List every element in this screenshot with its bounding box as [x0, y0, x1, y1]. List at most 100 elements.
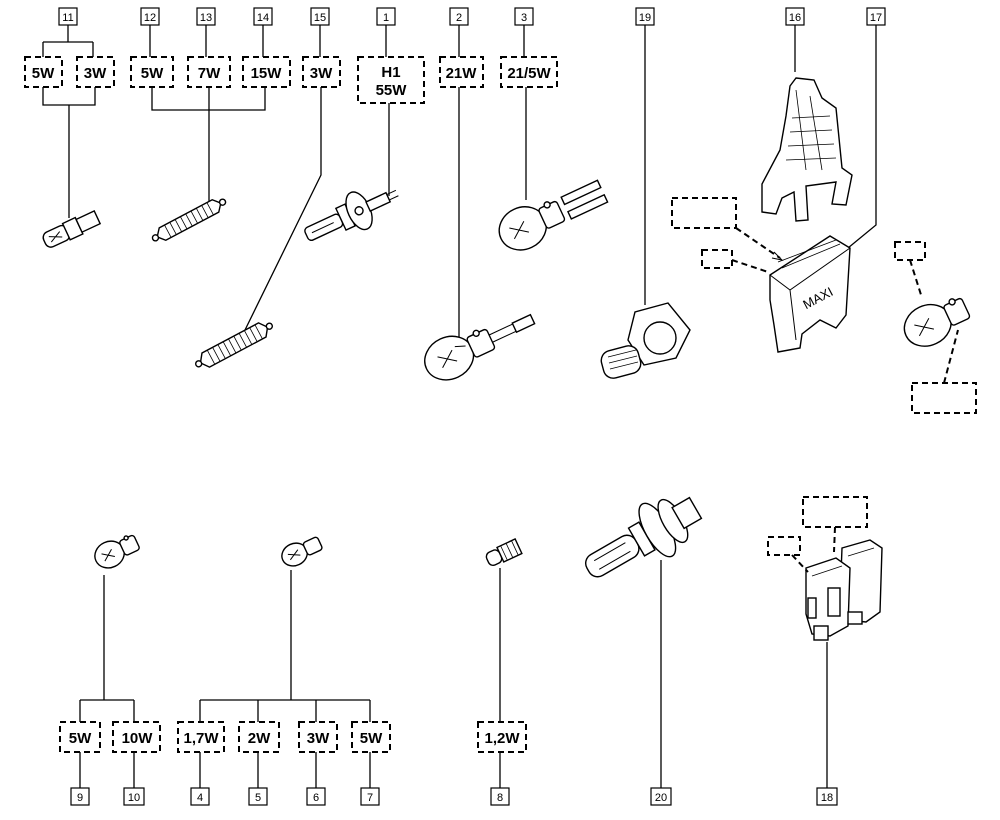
svg-text:13: 13 [200, 12, 212, 24]
svg-text:21W: 21W [446, 65, 478, 82]
wattage-3-21-5w: 21/5W [500, 56, 558, 88]
svg-text:5W: 5W [69, 730, 92, 747]
callout-box-17-b [701, 249, 733, 269]
svg-text:3W: 3W [310, 65, 333, 82]
callout-box-18-a [767, 536, 801, 556]
wattage-5-2w: 2W [238, 721, 280, 753]
wattage-8-1-2w: 1,2W [477, 721, 527, 753]
wattage-11-5w: 5W [24, 56, 63, 88]
maxi-fuse: MAXI [769, 235, 851, 353]
svg-text:4: 4 [197, 792, 203, 804]
callout-arrow-17-b [731, 259, 769, 273]
svg-text:1: 1 [383, 12, 389, 24]
ref-3: 3 [514, 7, 534, 26]
svg-text:5W: 5W [141, 65, 164, 82]
wattage-12-5w: 5W [130, 56, 174, 88]
svg-text:16: 16 [789, 12, 801, 24]
ref-8: 8 [490, 787, 510, 806]
svg-text:19: 19 [639, 12, 651, 24]
svg-text:15W: 15W [251, 65, 283, 82]
svg-text:55W: 55W [376, 82, 408, 99]
ref-4: 4 [190, 787, 210, 806]
svg-text:17: 17 [870, 12, 882, 24]
svg-text:7W: 7W [198, 65, 221, 82]
svg-text:1,7W: 1,7W [183, 730, 219, 747]
ref-13: 13 [196, 7, 216, 26]
ref-6: 6 [306, 787, 326, 806]
festoon-bulb-15 [194, 322, 274, 368]
ref-7: 7 [360, 787, 380, 806]
svg-text:21/5W: 21/5W [507, 65, 551, 82]
svg-text:10W: 10W [122, 730, 154, 747]
ref-16: 16 [785, 7, 805, 26]
wattage-4-1-7w: 1,7W [177, 721, 225, 753]
wattage-6-3w: 3W [298, 721, 338, 753]
svg-text:3W: 3W [84, 65, 107, 82]
callout-arrow-bulb-a [909, 259, 923, 299]
callout-box-bulb-a [894, 241, 926, 261]
ref-10: 10 [123, 787, 145, 806]
bulb-8 [485, 538, 523, 567]
ref-19: 19 [635, 7, 655, 26]
svg-text:7: 7 [367, 792, 373, 804]
callout-arrow-bulb-b [943, 329, 959, 384]
ref-11: 11 [58, 7, 78, 26]
svg-text:5W: 5W [360, 730, 383, 747]
svg-text:1,2W: 1,2W [484, 730, 520, 747]
callout-box-bulb-b [911, 382, 977, 414]
svg-text:5: 5 [255, 792, 261, 804]
festoon-bulb-12-14 [151, 198, 227, 242]
h1-halogen-bulb [304, 189, 399, 242]
svg-text:20: 20 [655, 792, 667, 804]
svg-text:2W: 2W [248, 730, 271, 747]
ref-17: 17 [866, 7, 886, 26]
ref-12: 12 [140, 7, 160, 26]
callout-box-18-b [802, 496, 868, 528]
blade-fuses-18 [805, 539, 883, 641]
callout-arrow-18-b [833, 526, 836, 553]
bulb-21w [424, 313, 536, 381]
wattage-13-7w: 7W [187, 56, 231, 88]
svg-text:18: 18 [821, 792, 833, 804]
svg-text:14: 14 [257, 12, 269, 24]
svg-text:3W: 3W [307, 730, 330, 747]
ref-18: 18 [816, 787, 838, 806]
bulb-9-10 [94, 534, 140, 569]
svg-text:12: 12 [144, 12, 156, 24]
svg-text:11: 11 [62, 12, 73, 24]
fuse-clip [761, 77, 853, 222]
wattage-9-5w: 5W [59, 721, 101, 753]
wattage-14-15w: 15W [242, 56, 291, 88]
callout-arrow-18-a [791, 554, 809, 573]
svg-text:2: 2 [456, 12, 462, 24]
svg-text:9: 9 [77, 792, 83, 804]
ref-2: 2 [449, 7, 469, 26]
wattage-2-21w: 21W [439, 56, 484, 88]
halogen-bulb-20 [584, 496, 703, 578]
bulb-side-right [903, 297, 971, 347]
bulb-11 [42, 210, 102, 248]
wattage-1-h1-55w: H1 55W [357, 56, 425, 104]
wattage-11-3w: 3W [76, 56, 115, 88]
ref-20: 20 [650, 787, 672, 806]
bulb-4-7 [281, 536, 323, 567]
svg-text:10: 10 [128, 792, 140, 804]
svg-text:8: 8 [497, 792, 503, 804]
ref-9: 9 [70, 787, 90, 806]
wattage-15-3w: 3W [302, 56, 341, 88]
bulb-21-5w [498, 179, 609, 251]
svg-text:3: 3 [521, 12, 527, 24]
ref-15: 15 [310, 7, 330, 26]
arrowhead-icon [771, 251, 784, 261]
ref-1: 1 [376, 7, 396, 26]
svg-text:15: 15 [314, 12, 326, 24]
h4-headlamp-bulb [600, 302, 691, 379]
callout-box-17-a [671, 197, 737, 229]
wattage-7-5w: 5W [351, 721, 391, 753]
callout-arrow-17-a [735, 227, 781, 259]
wattage-10-10w: 10W [112, 721, 161, 753]
ref-14: 14 [253, 7, 273, 26]
svg-text:5W: 5W [32, 65, 55, 82]
ref-5: 5 [248, 787, 268, 806]
